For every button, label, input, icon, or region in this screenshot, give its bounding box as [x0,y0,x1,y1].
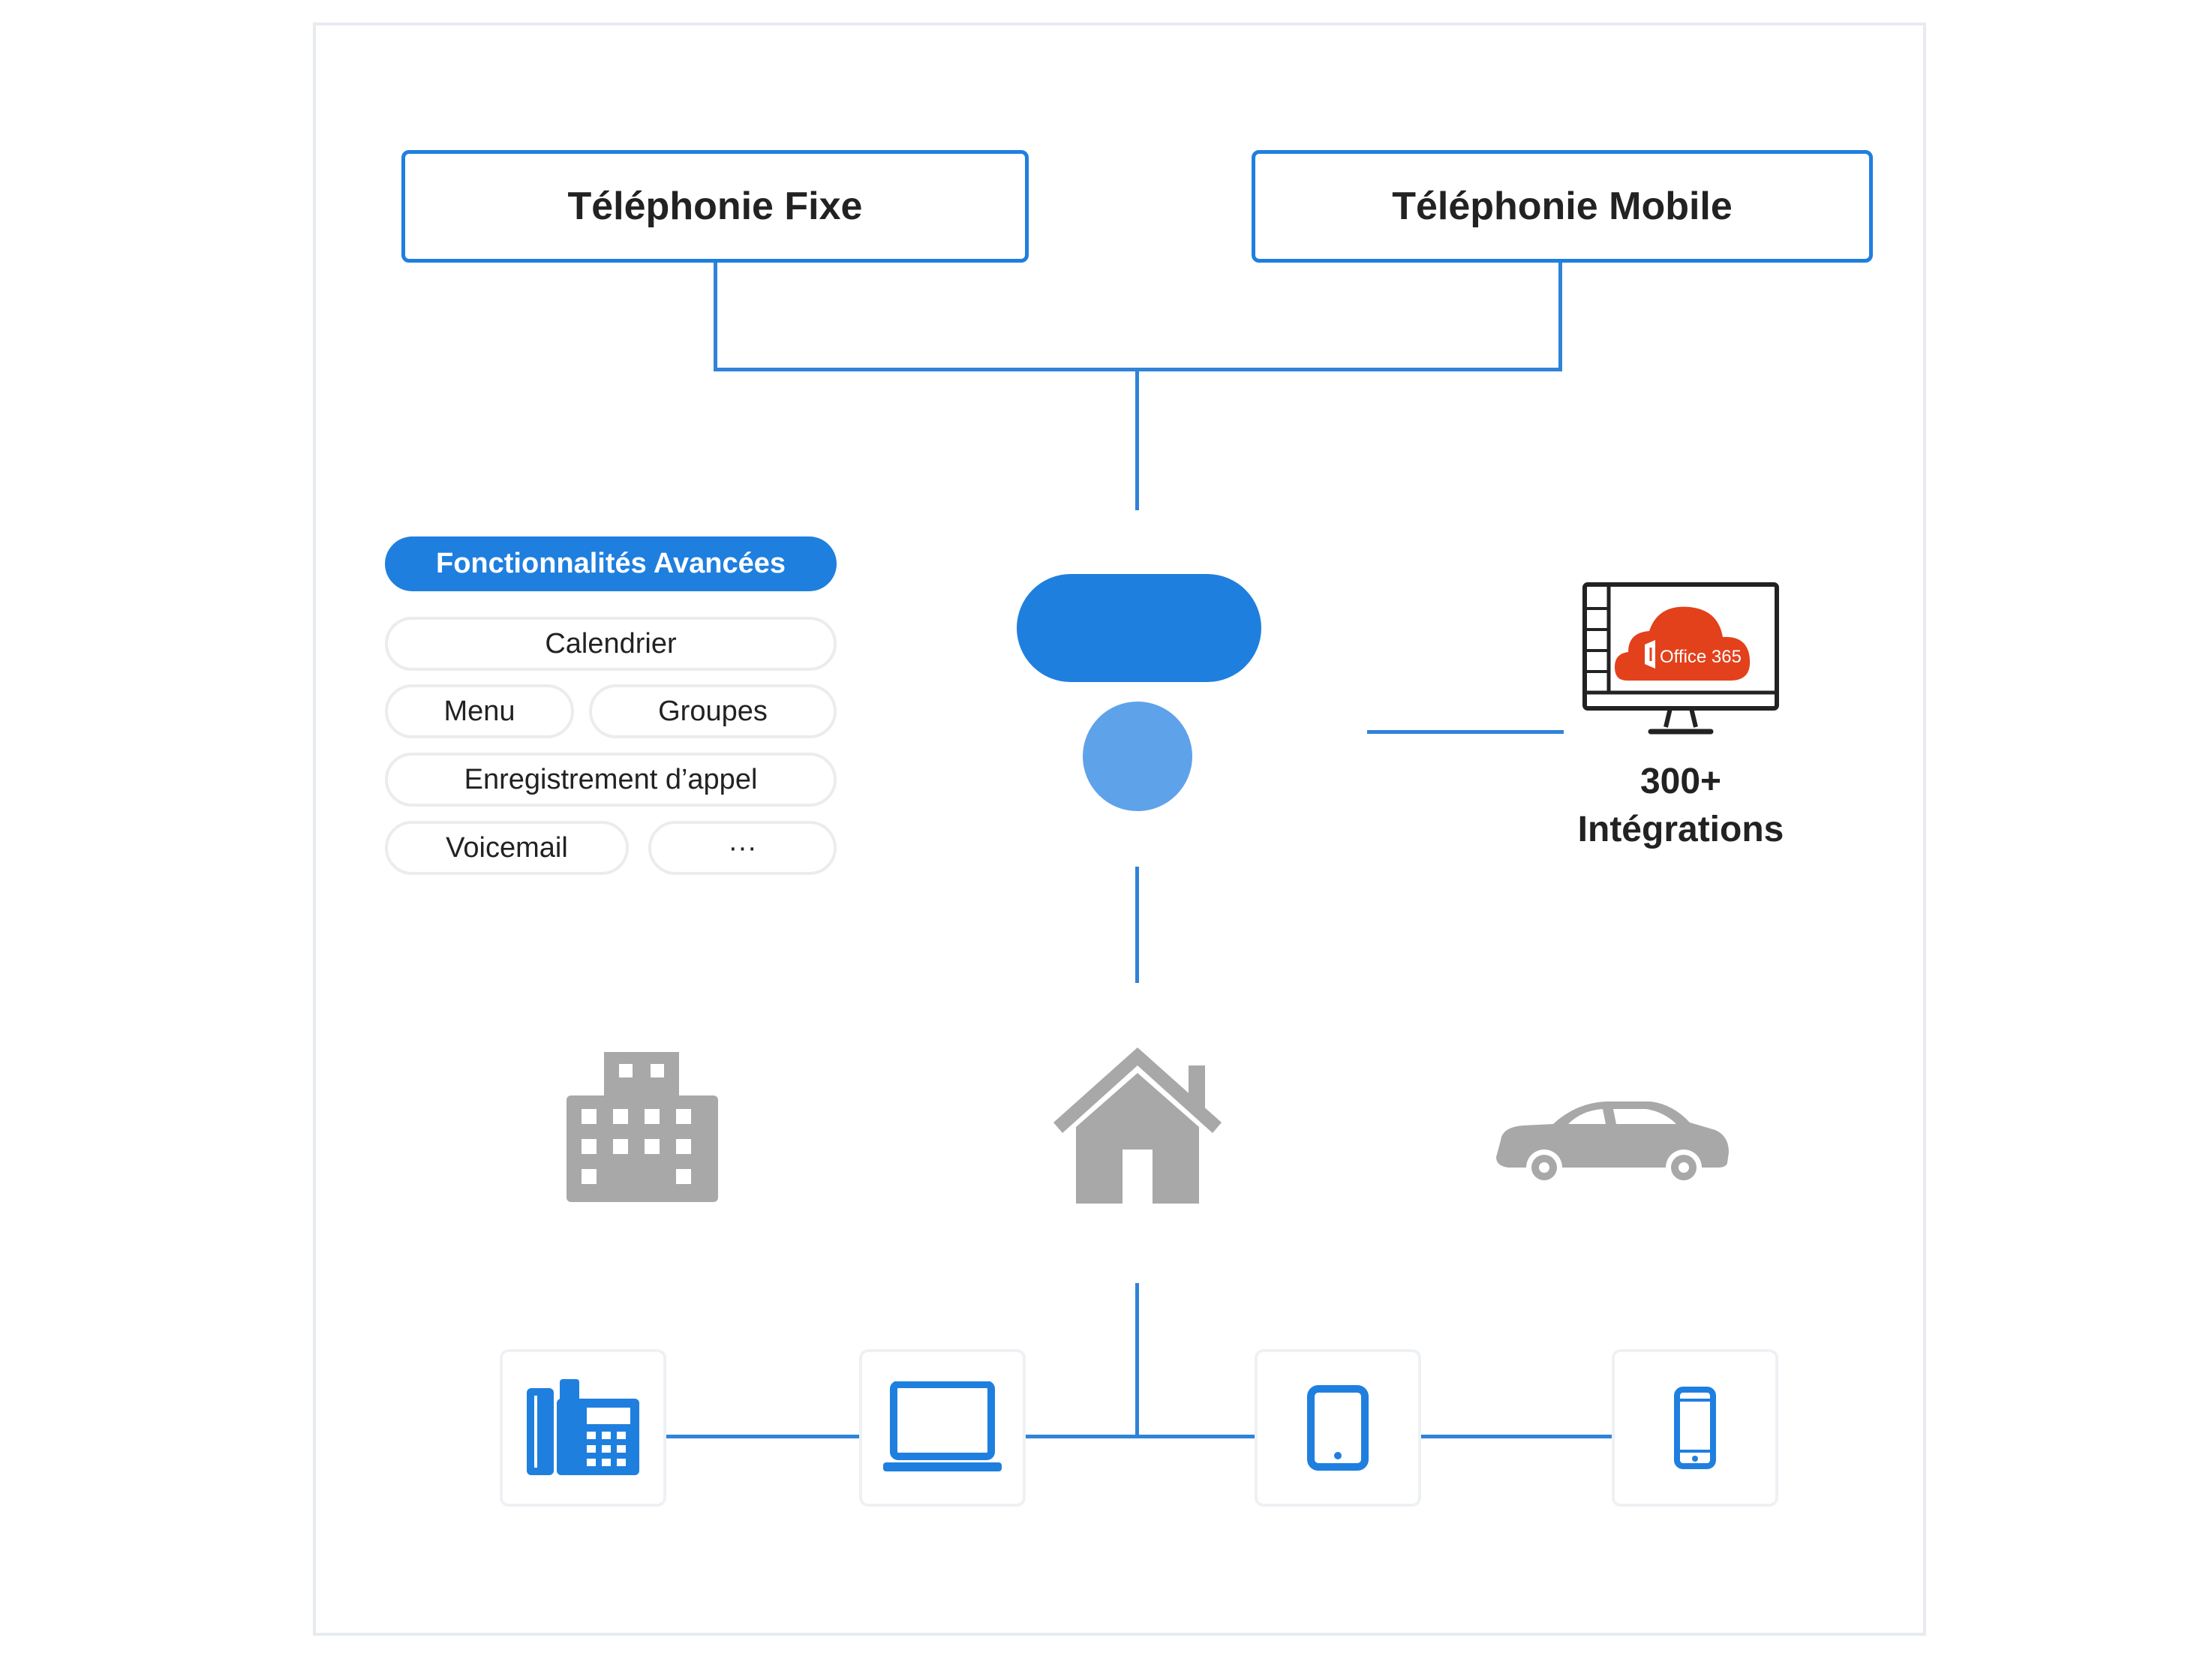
feature-label: Enregistrement d’appel [464,763,758,795]
advanced-features-header: Fonctionnalités Avancées [385,536,837,591]
mobile-telephony-label: Téléphonie Mobile [1392,185,1733,228]
feature-voicemail: Voicemail [385,821,629,875]
connector-hub-locations [1135,867,1139,983]
home-icon [1053,1047,1222,1204]
smartphone-box [1612,1349,1778,1507]
feature-calendar: Calendrier [385,617,837,671]
fixed-telephony-label: Téléphonie Fixe [567,185,863,228]
connector-hub-integrations [1367,730,1564,734]
office-building-icon [567,1052,718,1202]
connector-fixed-down [714,263,717,371]
connector-to-hub [1135,368,1139,510]
office365-monitor-icon: Office 365 [1582,582,1779,735]
feature-call-recording: Enregistrement d’appel [385,753,837,807]
tablet-box [1255,1349,1421,1507]
mobile-telephony-box: Téléphonie Mobile [1252,150,1873,263]
connector-devices-horizontal [666,1435,1615,1438]
laptop-box [859,1349,1026,1507]
diagram-frame [313,23,1926,1636]
laptop-icon [883,1381,1002,1471]
desk-phone-box [500,1349,666,1507]
feature-menu: Menu [385,684,574,738]
integrations-count: 300+ [1639,762,1722,801]
smartphone-icon [1674,1387,1716,1469]
integrations-label-block: 300+ Intégrations [1546,758,1816,854]
hub-pill-shape [1017,574,1261,682]
connector-locations-devices [1135,1283,1139,1437]
feature-label: ··· [728,831,757,864]
feature-groups: Groupes [589,684,837,738]
feature-label: Voicemail [446,831,568,864]
hub-circle-shape [1083,702,1192,811]
desk-phone-icon [527,1379,639,1475]
feature-label: Menu [443,695,515,727]
connector-mobile-down [1558,263,1562,371]
feature-more: ··· [648,821,837,875]
feature-label: Calendrier [545,627,677,660]
fixed-telephony-box: Téléphonie Fixe [401,150,1029,263]
advanced-features-title: Fonctionnalités Avancées [436,548,786,579]
office365-logo-text: Office 365 [1660,647,1742,667]
car-icon [1496,1101,1729,1186]
tablet-icon [1307,1385,1369,1471]
feature-label: Groupes [658,695,768,727]
integrations-label: Intégrations [1577,810,1784,849]
